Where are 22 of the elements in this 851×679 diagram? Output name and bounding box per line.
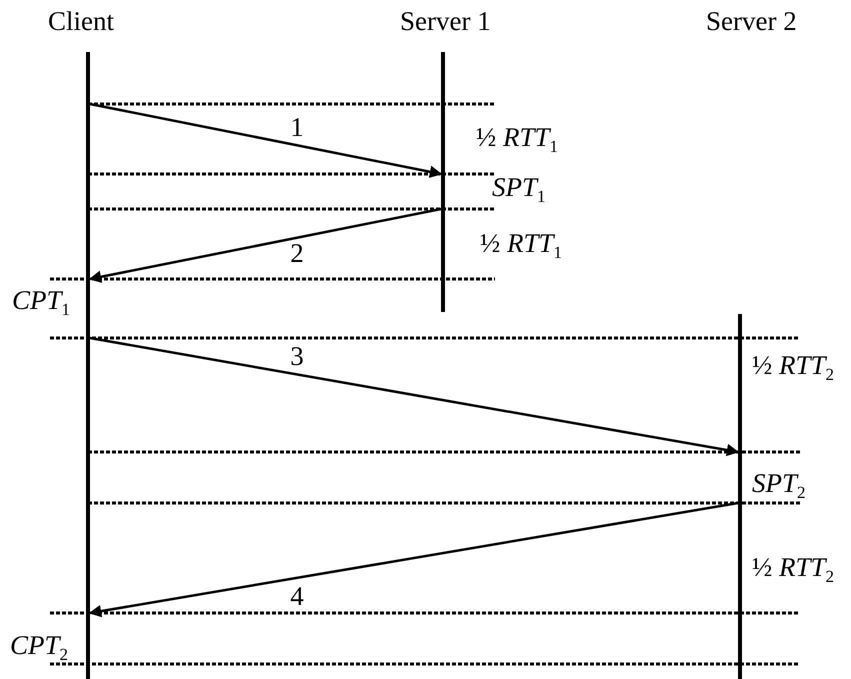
interval-label: ½ RTT$_{2}$ [752,552,834,583]
interval-label: CPT$_{2}$ [10,630,68,661]
interval-label: SPT$_{2}$ [752,468,806,499]
edge-label: 2 [290,240,304,267]
arrow [88,502,738,618]
interval-label: ½ RTT$_{1}$ [476,122,558,153]
interval-label: ½ RTT$_{2}$ [752,350,834,381]
interval-label: SPT$_{1}$ [492,172,546,203]
lifeline-title: Client [48,6,114,37]
edge-label: 1 [290,114,304,141]
lifeline-title: Server 2 [706,6,797,37]
lifeline [441,52,445,312]
interval-label: ½ RTT$_{1}$ [480,228,562,259]
lifeline [738,314,742,679]
arrow [90,336,740,456]
interval-label: CPT$_{1}$ [12,285,70,316]
arrow [88,208,442,283]
edge-label: 3 [290,343,304,370]
lifeline [86,52,90,679]
lifeline-title: Server 1 [400,6,491,37]
edge-label: 4 [290,583,304,610]
arrow [90,102,442,178]
